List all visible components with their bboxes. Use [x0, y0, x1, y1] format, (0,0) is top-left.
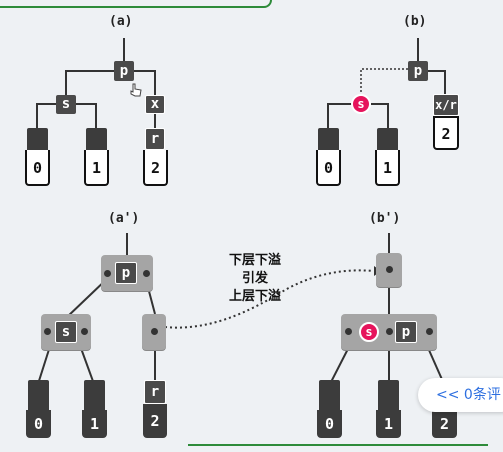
leaf-key-0: 0 [317, 410, 342, 438]
node-p: p [408, 61, 428, 81]
pointer-dot [81, 328, 88, 335]
leaf-top [84, 380, 105, 410]
pointer-dot [104, 270, 111, 277]
node-p: p [395, 321, 417, 343]
node-xr: x/r [433, 94, 459, 116]
node-s: s [56, 95, 76, 114]
leaf-top [28, 380, 49, 410]
leaf-top [377, 128, 398, 150]
label-b: (b) [403, 14, 427, 29]
caption-line-3: 上层下溢 [228, 289, 281, 304]
leaf-key-2: 2 [433, 116, 459, 150]
label-b-prime: (b') [369, 211, 401, 226]
node-s: s [55, 321, 77, 343]
node-r: r [144, 380, 166, 404]
pointer-dot [143, 270, 150, 277]
leaf-key-1: 1 [84, 150, 109, 186]
leaf-key-2: 2 [432, 410, 457, 438]
leaf-key-1: 1 [375, 150, 400, 186]
leaf-top [86, 128, 107, 150]
caption-line-2: 引发 [241, 271, 268, 286]
underflow-node-s: s [351, 94, 371, 114]
pointer-dot [386, 328, 393, 335]
pointer-dot [426, 328, 433, 335]
node-p: p [114, 61, 134, 81]
leaf-key-0: 0 [25, 150, 50, 186]
pointer-dot [151, 328, 158, 335]
underflow-node-s: s [359, 322, 379, 342]
cursor-icon [130, 82, 142, 97]
leaf-key-2: 2 [143, 404, 167, 438]
caption-line-1: 下层下溢 [228, 253, 281, 268]
pointer-dot [386, 266, 393, 273]
leaf-key-1: 1 [376, 410, 401, 438]
leaf-key-0: 0 [316, 150, 341, 186]
leaf-key-2: 2 [143, 150, 168, 186]
comment-button[interactable]: << 0条评 [418, 378, 503, 412]
pointer-dot [44, 328, 51, 335]
leaf-key-0: 0 [26, 410, 51, 438]
label-a-prime: (a') [108, 211, 140, 226]
node-r: r [145, 128, 165, 150]
leaf-top [318, 128, 339, 150]
leaf-top [378, 380, 399, 410]
leaf-top [319, 380, 340, 410]
leaf-key-1: 1 [82, 410, 107, 438]
node-p: p [115, 262, 137, 284]
label-a: (a) [109, 14, 133, 29]
pointer-dot [345, 328, 352, 335]
bottom-divider [188, 444, 488, 452]
node-x: x [145, 95, 165, 114]
leaf-top [27, 128, 48, 150]
